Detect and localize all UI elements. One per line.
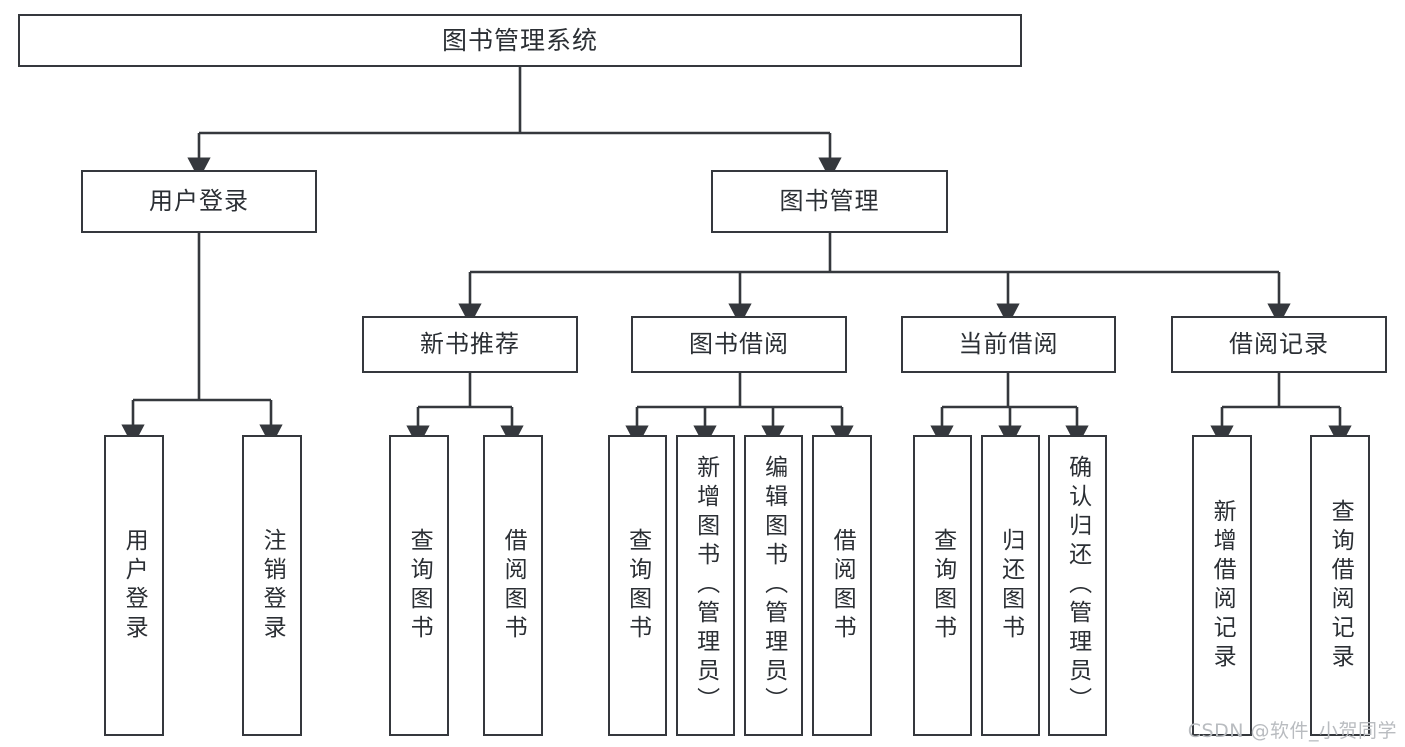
node-book-management[interactable]: 图书管理 [711, 170, 948, 233]
node-label: 新书推荐 [420, 330, 520, 359]
node-label: 注销登录 [259, 527, 286, 644]
node-label: 图书管理 [779, 187, 880, 216]
node-label: 查询借阅记录 [1327, 498, 1354, 673]
leaf-query-borrow-record[interactable]: 查询借阅记录 [1310, 435, 1370, 736]
leaf-query-books-borrow[interactable]: 查询图书 [608, 435, 667, 736]
node-label: 归还图书 [997, 527, 1024, 644]
node-root-book-management-system[interactable]: 图书管理系统 [18, 14, 1022, 67]
node-current-borrowing[interactable]: 当前借阅 [901, 316, 1116, 373]
leaf-add-book-admin[interactable]: 新增图书（管理员） [676, 435, 735, 736]
leaf-confirm-return-admin[interactable]: 确认归还（管理员） [1048, 435, 1107, 736]
node-label: 新增图书（管理员） [692, 455, 719, 716]
node-new-book-recommendation[interactable]: 新书推荐 [362, 316, 578, 373]
leaf-logout[interactable]: 注销登录 [242, 435, 302, 736]
node-label: 确认归还（管理员） [1064, 455, 1091, 716]
node-label: 借阅图书 [500, 527, 527, 644]
node-label: 用户登录 [121, 527, 148, 644]
leaf-edit-book-admin[interactable]: 编辑图书（管理员） [744, 435, 803, 736]
node-label: 图书借阅 [689, 330, 789, 359]
node-borrowing-records[interactable]: 借阅记录 [1171, 316, 1387, 373]
node-label: 借阅图书 [829, 527, 856, 644]
leaf-borrow-books-borrow[interactable]: 借阅图书 [812, 435, 872, 736]
node-label: 查询图书 [624, 527, 651, 644]
leaf-return-books[interactable]: 归还图书 [981, 435, 1040, 736]
leaf-query-books-recommend[interactable]: 查询图书 [389, 435, 449, 736]
node-label: 新增借阅记录 [1209, 498, 1236, 673]
leaf-query-books-current[interactable]: 查询图书 [913, 435, 972, 736]
node-label: 查询图书 [406, 527, 433, 644]
watermark: CSDN @软件_小贺同学 [1187, 720, 1397, 742]
node-label: 编辑图书（管理员） [760, 455, 787, 716]
leaf-user-login[interactable]: 用户登录 [104, 435, 164, 736]
node-label: 借阅记录 [1229, 330, 1329, 359]
node-user-login[interactable]: 用户登录 [81, 170, 317, 233]
node-label: 查询图书 [929, 527, 956, 644]
node-label: 图书管理系统 [441, 25, 598, 55]
leaf-borrow-books-recommend[interactable]: 借阅图书 [483, 435, 543, 736]
node-label: 当前借阅 [958, 330, 1059, 359]
node-label: 用户登录 [149, 187, 249, 216]
node-book-borrowing[interactable]: 图书借阅 [631, 316, 847, 373]
leaf-add-borrow-record[interactable]: 新增借阅记录 [1192, 435, 1252, 736]
